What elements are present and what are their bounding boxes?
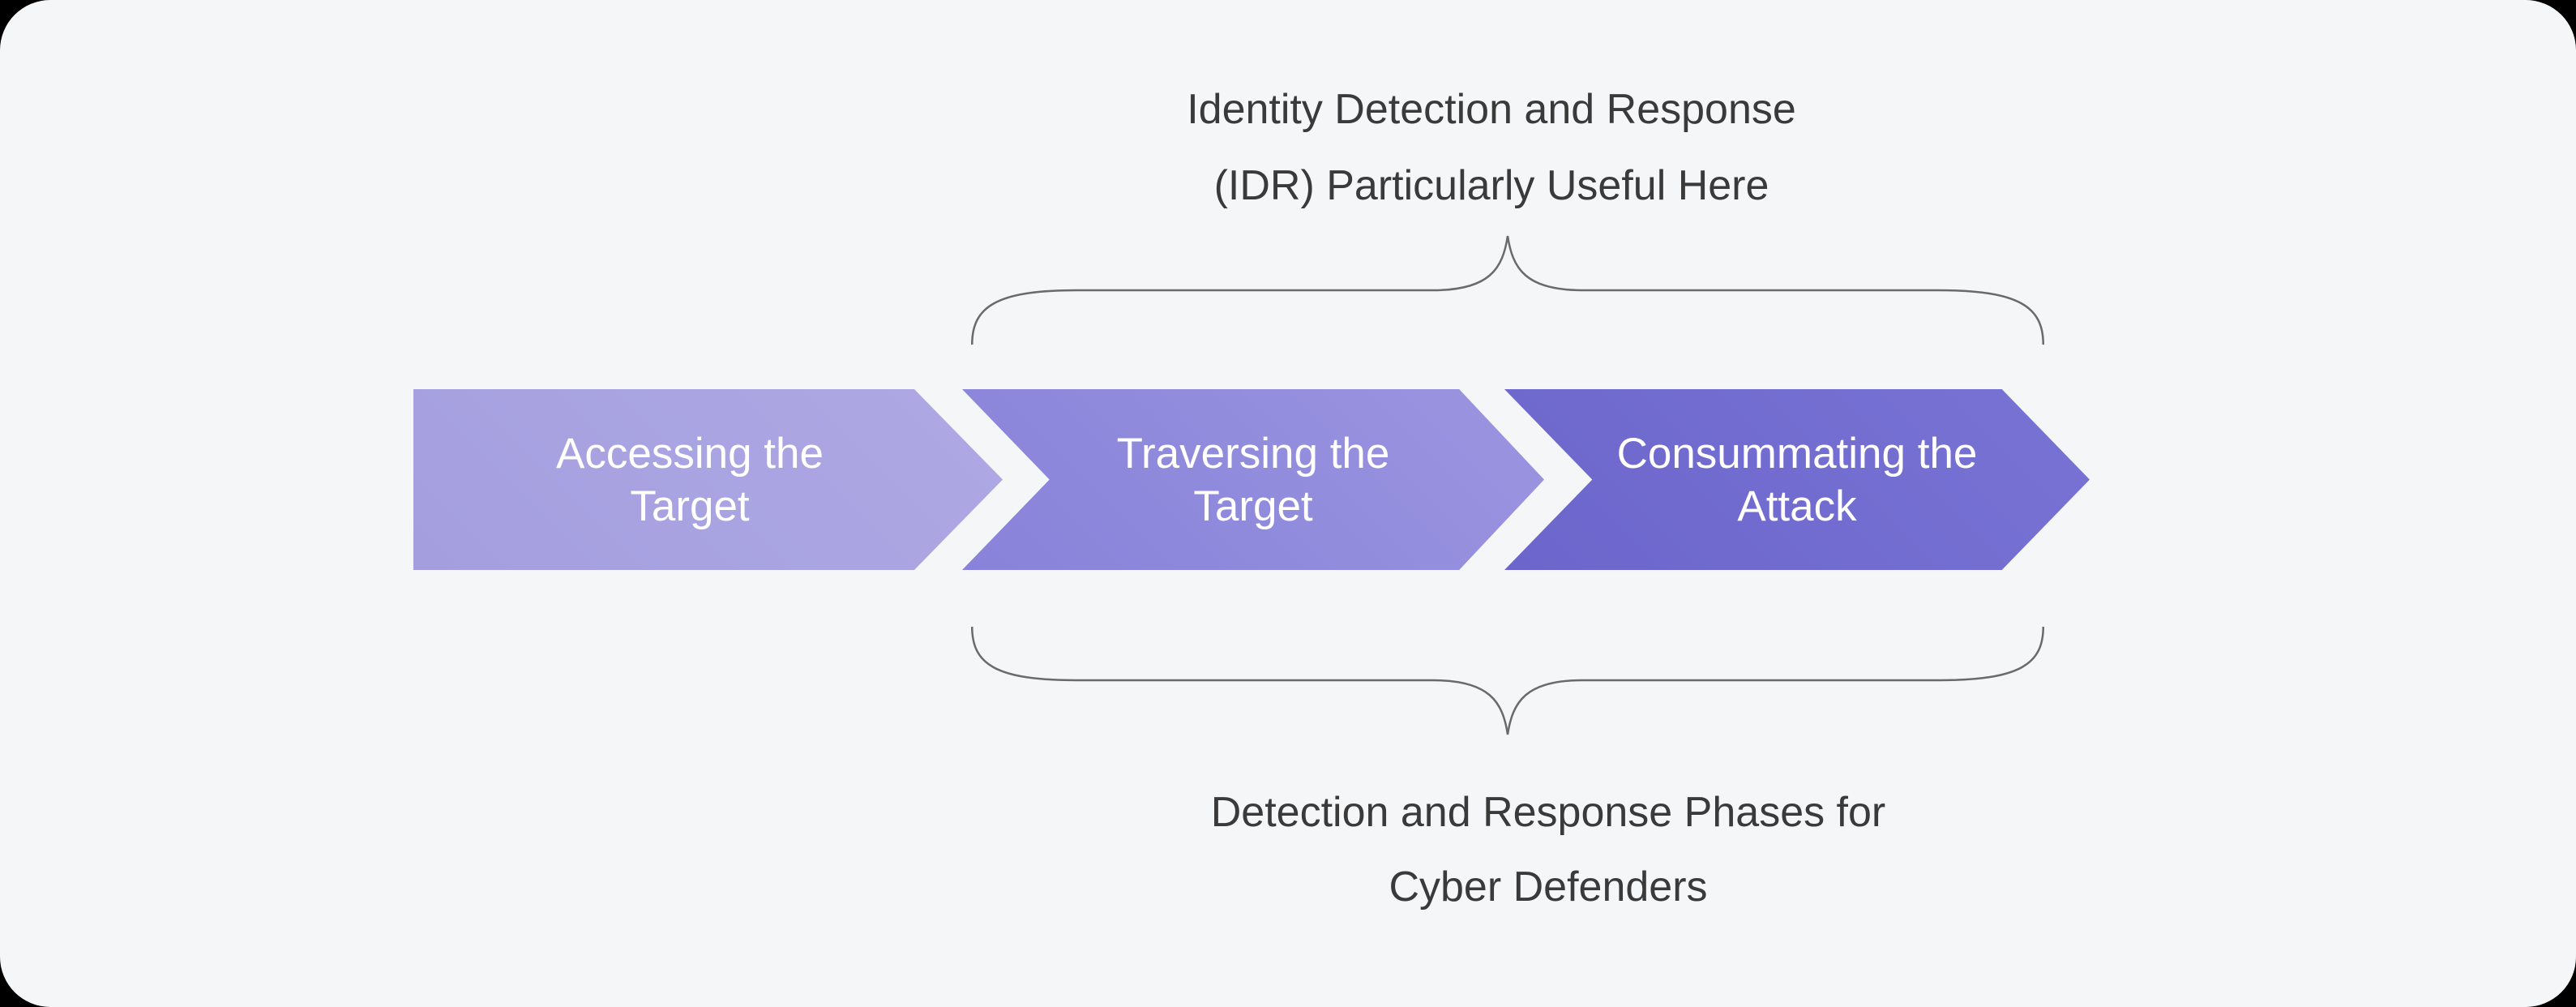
top-curly-brace [971,235,2044,345]
defender-phases-annotation: Detection and Response Phases for Cyber … [1012,775,2085,924]
stage-label: Accessing the Target [556,429,824,530]
stage-traversing-the-target: Traversing the Target [962,389,1544,570]
idr-annotation-line-2: (IDR) Particularly Useful Here [1213,162,1769,209]
idr-annotation-line-1: Identity Detection and Response [1187,86,1796,133]
stage-consummating-the-attack: Consummating the Attack [1504,389,2090,570]
idr-annotation: Identity Detection and Response (IDR) Pa… [955,71,2028,224]
defender-phases-line-2: Cyber Defenders [1389,863,1708,911]
bottom-curly-brace [971,626,2044,735]
stage-accessing-the-target: Accessing the Target [413,389,1003,570]
defender-phases-line-1: Detection and Response Phases for [1210,789,1886,836]
stage-label: Consummating the Attack [1616,429,1978,530]
stage-label: Traversing the Target [1116,429,1390,530]
